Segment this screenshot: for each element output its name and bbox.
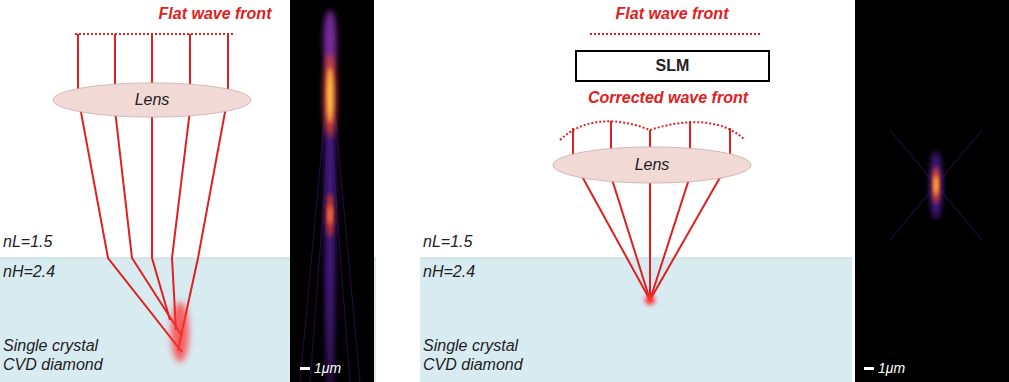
psf-image [855, 0, 1009, 382]
wave-front [75, 33, 235, 35]
corrected-focus [645, 295, 655, 305]
light-rays [78, 34, 228, 352]
diamond-region: Single crystal CVD diamond [0, 300, 170, 380]
slm-label: SLM [656, 56, 690, 75]
refractive-index: nL=1.5 [423, 232, 472, 251]
psf-compact [890, 130, 982, 240]
wave-front [590, 33, 760, 35]
diamond-region: Single crystal CVD diamond [420, 300, 620, 380]
refractive-index: nH=2.4 [3, 262, 55, 281]
scale-bar [864, 367, 874, 370]
lens-shape: Lens [52, 82, 252, 118]
aberrated-focus [171, 302, 189, 362]
wavefront-label: Corrected wave front [588, 88, 748, 107]
slm-box: SLM [575, 50, 770, 82]
refractive-index: nL=1.5 [3, 232, 52, 251]
refractive-index: nH=2.4 [423, 262, 475, 281]
lens-label: Lens [135, 90, 170, 109]
lens-label: Lens [635, 155, 670, 174]
lens-ellipse [553, 147, 751, 183]
lens-shape: Lens [552, 146, 752, 184]
scale-label: 1μm [878, 360, 905, 377]
scale-label: 1μm [314, 360, 341, 377]
material-label: Single crystal CVD diamond [3, 336, 113, 374]
psf-elongated [300, 10, 360, 382]
wavefront-label: Flat wave front [159, 4, 272, 23]
lens-ellipse [53, 83, 251, 117]
scale-bar [300, 367, 310, 370]
wavefront-label: Flat wave front [616, 4, 729, 23]
corrected-wave-front [560, 121, 745, 140]
material-label: Single crystal CVD diamond [423, 336, 533, 374]
